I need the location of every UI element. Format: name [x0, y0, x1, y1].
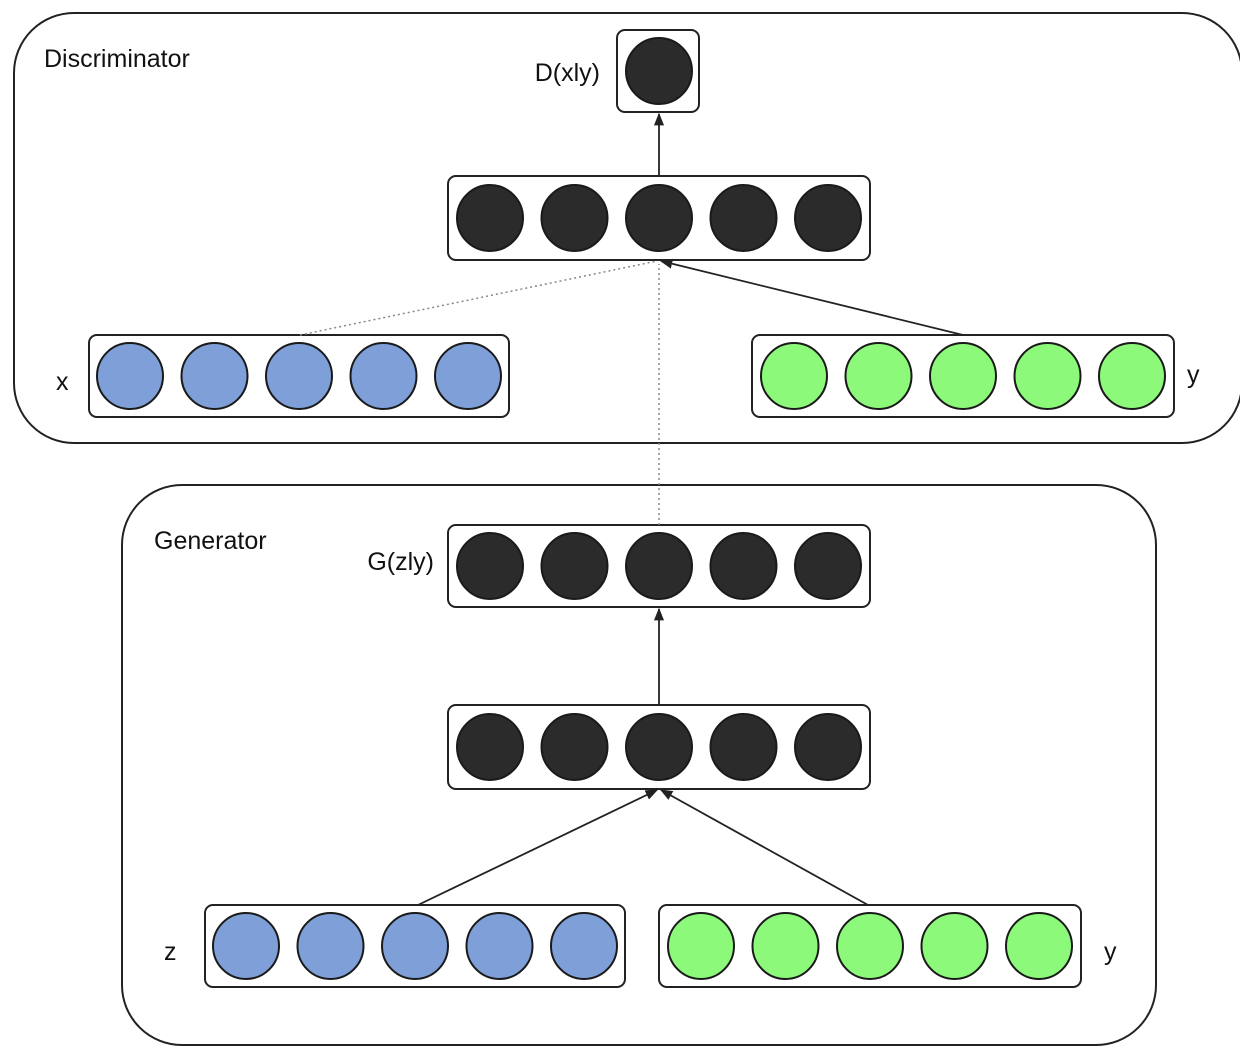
generator-output-label: G(zly) [367, 548, 434, 576]
discriminator-hidden-node [794, 184, 862, 252]
edges [299, 112, 964, 906]
generator-y-node [667, 912, 735, 980]
discriminator-x-node [265, 342, 333, 410]
discriminator-y-node [1098, 342, 1166, 410]
discriminator-output-label: D(xly) [535, 59, 600, 87]
generator-hidden-node [625, 713, 693, 781]
generator-y-node [751, 912, 820, 980]
discriminator-x-label: x [56, 368, 69, 396]
generator-y-label: y [1104, 938, 1117, 966]
edge-x-to-d-hidden [299, 260, 658, 336]
edge-z-to-g-hidden [417, 789, 659, 906]
discriminator-x-node [180, 342, 249, 410]
generator-hidden-node [709, 713, 778, 781]
nodes [96, 37, 1166, 980]
generator-hidden-node [540, 713, 609, 781]
discriminator-y-node [1013, 342, 1082, 410]
discriminator-hidden-node [625, 184, 693, 252]
edge-y-to-g-hidden [659, 789, 869, 906]
discriminator-hidden-node [540, 184, 609, 252]
discriminator-x-node [96, 342, 164, 410]
discriminator-y-node [929, 342, 997, 410]
discriminator-x-node [349, 342, 418, 410]
discriminator-hidden-node [709, 184, 778, 252]
generator-hidden-node [794, 713, 862, 781]
generator-y-node [920, 912, 989, 980]
discriminator-y-label: y [1187, 361, 1200, 389]
generator-output-node [625, 532, 693, 600]
generator-z-label: z [164, 938, 177, 966]
generator-z-node [212, 912, 280, 980]
generator-hidden-node [456, 713, 524, 781]
discriminator-y-node [760, 342, 828, 410]
generator-title: Generator [154, 527, 267, 555]
generator-z-node [465, 912, 534, 980]
discriminator-output-node [625, 37, 693, 105]
discriminator-x-node [434, 342, 502, 410]
generator-y-node [836, 912, 904, 980]
generator-output-node [709, 532, 778, 600]
discriminator-hidden-node [456, 184, 524, 252]
generator-output-node [456, 532, 524, 600]
generator-output-node [540, 532, 609, 600]
generator-z-node [550, 912, 618, 980]
generator-z-node [381, 912, 449, 980]
generator-y-node [1005, 912, 1073, 980]
discriminator-y-node [844, 342, 913, 410]
discriminator-title: Discriminator [44, 45, 190, 73]
generator-z-node [296, 912, 365, 980]
edge-y-to-d-hidden [659, 258, 964, 336]
generator-output-node [794, 532, 862, 600]
